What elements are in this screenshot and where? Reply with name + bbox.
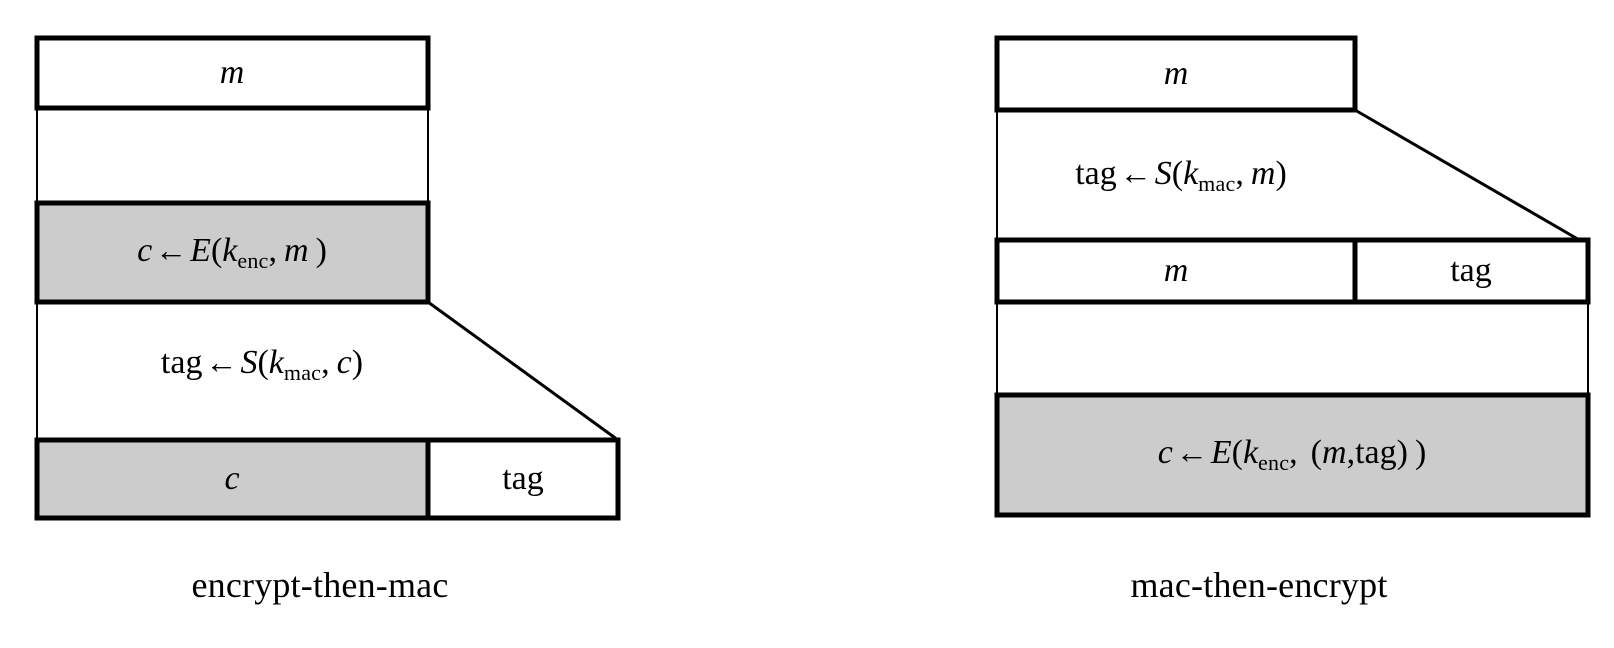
right-mac-lhs: tag [1075,155,1117,193]
left-encrypt-key-subscript: enc [237,247,269,273]
left-diagram-caption: encrypt-then-mac [191,565,449,605]
right-encrypt-arg-open-paren: ( [1310,434,1322,472]
right-encrypt-arrow-icon: ← [1175,434,1208,471]
right-mac-key-subscript: mac [1198,170,1236,196]
right-encrypt-arg-comma: , [1346,434,1356,472]
right-encrypt-comma: , [1289,434,1298,472]
left-mac-arg: c [336,344,352,382]
right-diagonal-connector [1354,108,1589,247]
left-diagonal-connector [427,300,619,442]
left-plaintext-label: m [219,54,245,91]
left-mac-lhs: tag [160,344,203,382]
right-encrypt-key: k [1242,434,1259,472]
left-encrypt-key: k [222,232,238,270]
right-middle-message-label: m [1163,252,1189,289]
right-encrypt-arg-tag: tag [1355,434,1397,472]
left-box-encrypt [34,200,431,305]
right-diagram-shapes [994,35,1591,518]
left-encrypt-close-paren: ) [315,232,327,270]
left-mac-fn: S [240,344,258,382]
right-plaintext-label: m [1163,55,1189,92]
right-box-plaintext [994,35,1358,113]
left-output-ciphertext-label: c [224,460,240,497]
left-output-tag-label: tag [502,460,544,497]
right-encrypt-expression: c←E(kenc,(m,tag)) [1158,436,1427,474]
left-mac-open-paren: ( [257,344,269,382]
left-encrypt-expression: c←E(kenc,m) [137,234,327,272]
right-mac-arrow-icon: ← [1119,155,1152,192]
left-mac-key-subscript: mac [283,359,322,385]
left-encrypt-open-paren: ( [210,232,223,270]
left-encrypt-arrow-icon: ← [155,232,188,269]
right-encrypt-arg-close-paren: ) [1396,434,1408,472]
right-mac-expression: tag←S(kmac,m) [1075,157,1287,195]
left-encrypt-arg: m [284,232,309,270]
right-encrypt-lhs: c [1157,434,1173,472]
left-mac-expression: tag←S(kmac,c) [161,346,363,384]
right-mac-open-paren: ( [1171,155,1184,193]
left-encrypt-lhs: c [137,232,153,270]
right-box-middle-tag [1352,237,1591,305]
right-mac-close-paren: ) [1275,155,1287,193]
left-box-output-ciphertext [34,437,431,521]
left-box-output-tag [425,437,621,521]
right-encrypt-fn: E [1210,434,1232,472]
right-encrypt-open-paren: ( [1231,434,1243,472]
right-encrypt-arg-message: m [1322,434,1347,472]
right-mac-arg: m [1250,155,1276,193]
right-box-encrypt [994,392,1591,518]
right-diagram-caption: mac-then-encrypt [1130,565,1388,605]
left-box-plaintext [34,35,431,111]
right-mac-comma: , [1235,155,1244,193]
right-encrypt-key-subscript: enc [1258,449,1290,475]
left-mac-comma: , [321,344,330,382]
left-mac-close-paren: ) [351,344,364,382]
right-mac-key: k [1183,155,1199,193]
left-diagram-shapes [34,35,621,521]
left-encrypt-comma: , [268,232,278,270]
left-mac-arrow-icon: ← [205,344,238,381]
right-middle-tag-label: tag [1450,252,1492,289]
left-encrypt-fn: E [190,232,211,270]
right-mac-fn: S [1154,155,1172,193]
left-mac-key: k [268,344,284,382]
right-encrypt-close-paren: ) [1414,434,1427,472]
